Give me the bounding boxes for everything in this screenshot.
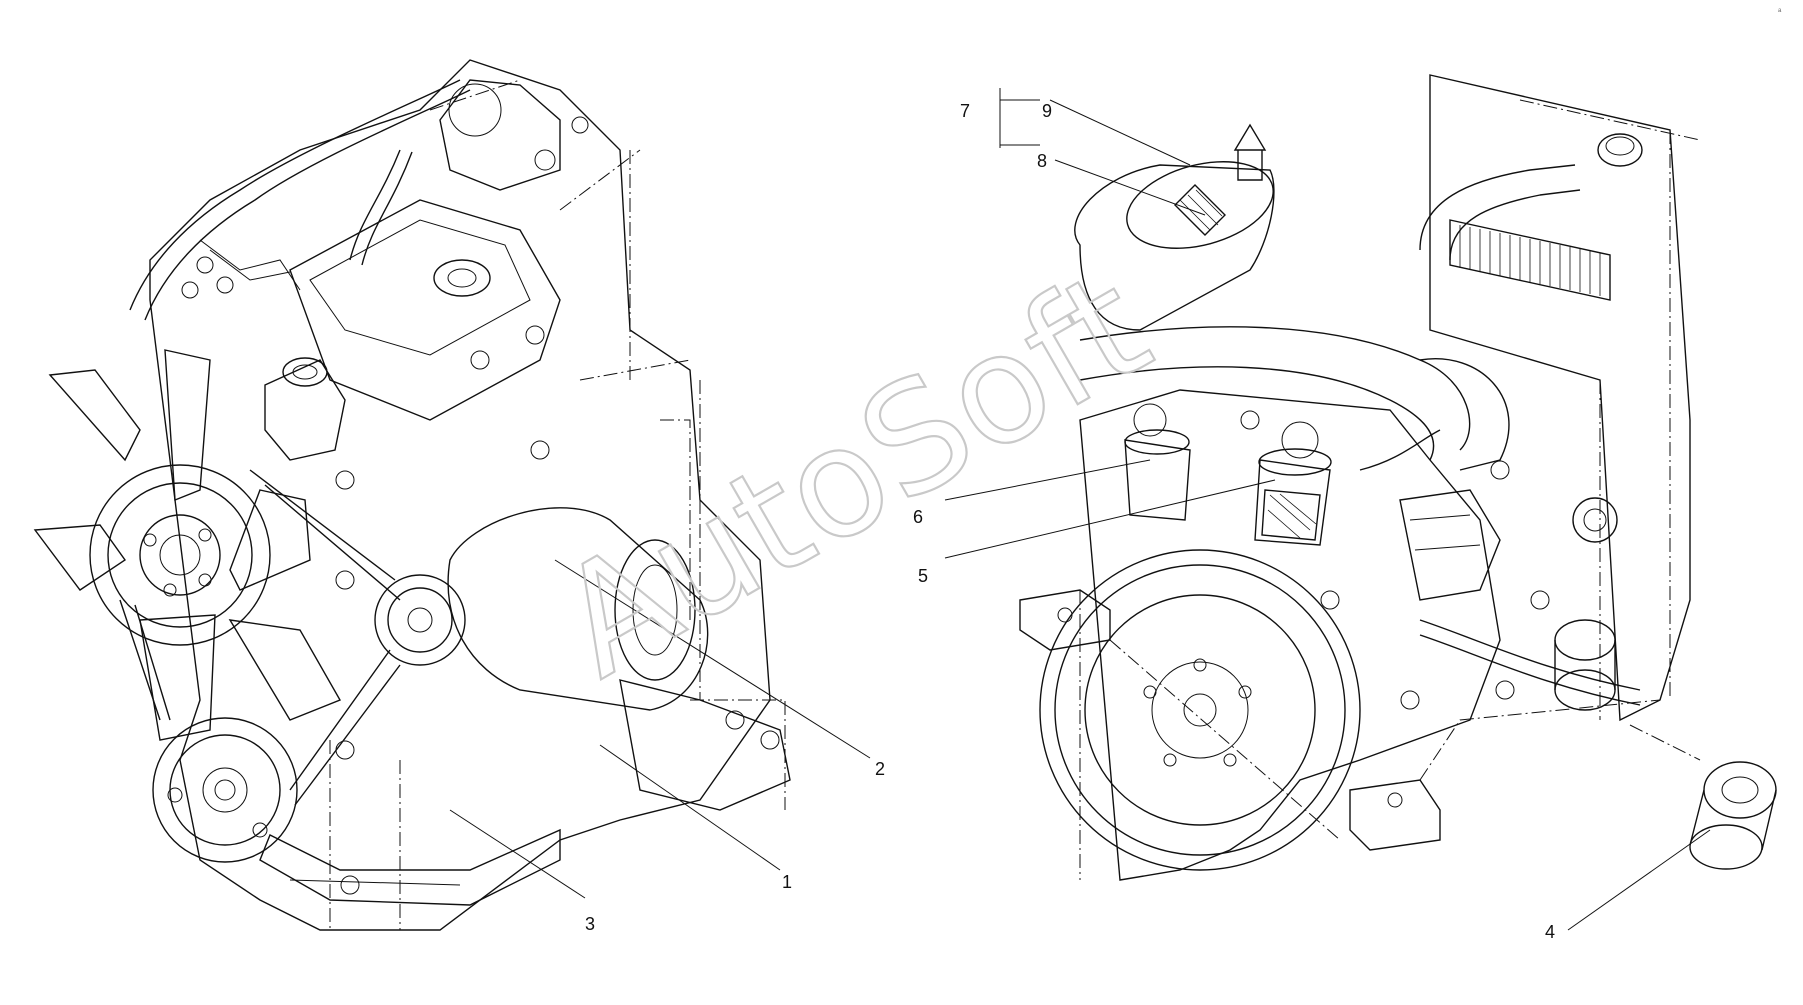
fuel-filter-6	[1124, 403, 1191, 521]
callout-label-5: 5	[918, 566, 928, 586]
oil-filter-part	[1689, 761, 1777, 870]
callout-label-1: 1	[782, 872, 792, 892]
leader-5	[944, 479, 1276, 559]
callout-label-8: 8	[1037, 151, 1047, 171]
callout-label-3: 3	[585, 914, 595, 934]
leader-7-bracket	[999, 88, 1040, 148]
leader-4	[1567, 829, 1711, 931]
flywheel	[1039, 549, 1361, 871]
engine-front-view	[33, 59, 871, 931]
leader-8	[1054, 159, 1206, 216]
leader-3	[449, 809, 586, 899]
leader-1	[599, 744, 781, 871]
callout-label-2: 2	[875, 759, 885, 779]
air-cleaner	[1074, 123, 1275, 331]
watermark: AutoSoft	[531, 238, 1176, 711]
corner-mark: a	[1778, 8, 1782, 14]
leader-2	[554, 559, 871, 759]
callout-label-9: 9	[1042, 101, 1052, 121]
leader-6	[944, 459, 1151, 501]
callout-label-4: 4	[1545, 922, 1555, 942]
fuel-filter-5	[1254, 421, 1332, 546]
engine-rear-view	[944, 74, 1777, 931]
radiator-grille	[1449, 219, 1611, 301]
callout-label-6: 6	[913, 507, 923, 527]
leader-9	[1049, 99, 1191, 166]
callout-label-7: 7	[960, 101, 970, 121]
